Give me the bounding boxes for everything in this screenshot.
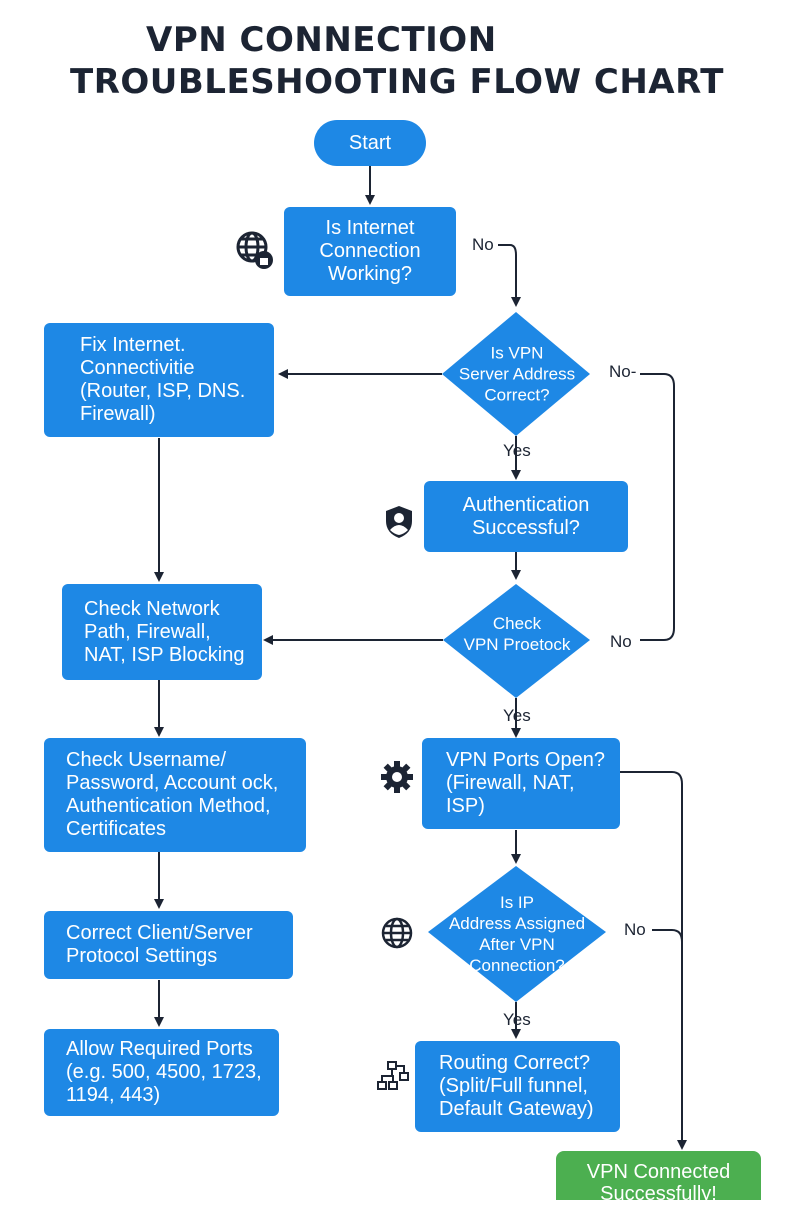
network-hierarchy-icon [377,1061,409,1090]
check-protocol-text: Check VPN Proetock [464,613,571,655]
server-address-diamond [442,312,590,436]
check-protocol-line-2: VPN Proetock [463,635,571,654]
edge-label-yes-ip: Yes [503,1010,531,1029]
fix-internet-node: Fix Internet. Connectivitie (Router, ISP… [44,323,274,437]
ip-assigned-diamond [428,866,606,1002]
server-address-line-1: Is VPN [490,343,544,363]
edge-ip-no [652,929,683,943]
protocol-settings-node: Correct Client/Server Protocol Settings [44,911,293,979]
check-network-line-2: Path, Firewall, [84,620,211,643]
connected-node: VPN Connected Successfully! [556,1151,761,1205]
allow-ports-node: Allow Required Ports (e.g. 500, 4500, 17… [44,1029,279,1116]
start-node: Start [314,120,426,166]
edge-label-no-protocol: No [610,632,632,651]
page-title-line-1: VPN CONNECTION [146,20,497,60]
check-protocol-line-1: Check [492,614,542,633]
page-title-line-2: TROUBLESHOOTING FLOW CHART [70,62,724,102]
edge-label-no-server: No- [609,362,637,381]
internet-check-line-1: Is Internet [325,217,415,239]
connected-line-2: Successfully! [600,1183,717,1205]
authentication-line-1: Authentication [462,493,590,516]
edge-server-no-loop [640,373,675,641]
ports-open-line-3: ISP) [446,795,485,817]
fix-internet-line-4: Firewall) [80,403,156,425]
protocol-settings-line-1: Correct Client/Server [66,922,253,944]
gear-icon [381,761,413,793]
authentication-line-2: Successful? [472,516,580,539]
ip-assigned-line-2: Address Assigned [448,914,586,933]
globe-lock-icon [236,231,273,269]
edge-internet-no-to-server [498,244,521,307]
server-address-text: Is VPN Server Address Correct? [459,343,575,406]
allow-ports-line-3: 1194, 443) [66,1084,161,1106]
check-network-line-3: NAT, ISP Blocking [84,643,245,666]
ports-open-line-1: VPN Ports Open? [446,749,605,771]
routing-node: Routing Correct? (Split/Full funnel, Def… [415,1041,620,1132]
edge-label-no-internet: No [472,235,494,254]
edge-ports-to-connected [620,771,687,1150]
ip-assigned-text: Is IP Address Assigned After VPN Connect… [449,892,585,976]
server-address-line-3: Correct? [484,385,550,405]
routing-line-2: (Split/Full funnel, [439,1075,588,1097]
ip-assigned-line-1: Is IP [499,893,534,912]
ip-assigned-line-3: After VPN [479,935,555,954]
internet-check-node: Is Internet Connection Working? [284,207,456,296]
edge-label-no-ip: No [624,920,646,939]
check-network-node: Check Network Path, Firewall, NAT, ISP B… [62,584,262,680]
connected-line-1: VPN Connected [586,1161,731,1183]
allow-ports-line-1: Allow Required Ports [66,1038,253,1060]
allow-ports-line-2: (e.g. 500, 4500, 1723, [66,1061,262,1083]
check-credentials-line-1: Check Username/ [66,749,227,771]
internet-check-line-2: Connection [319,240,421,262]
user-shield-icon [386,506,412,538]
internet-check-line-3: Working? [327,263,413,285]
ip-assigned-line-4: Connection? [469,956,565,975]
fix-internet-line-3: (Router, ISP, DNS. [80,380,246,402]
check-credentials-line-3: Authentication Method, [66,795,271,817]
ports-open-line-2: (Firewall, NAT, [446,772,575,794]
fix-internet-line-2: Connectivitie [80,357,195,379]
edge-label-yes-server: Yes [503,441,531,460]
protocol-diamond [443,584,590,698]
start-label: Start [348,131,392,154]
check-credentials-line-4: Certificates [66,818,167,840]
check-credentials-node: Check Username/ Password, Account ock, A… [44,738,306,852]
fix-internet-line-1: Fix Internet. [80,334,186,356]
edge-label-yes-protocol: Yes [503,706,531,725]
routing-line-3: Default Gateway) [439,1098,594,1120]
routing-line-1: Routing Correct? [439,1052,591,1074]
protocol-settings-line-2: Protocol Settings [66,945,218,967]
check-network-line-1: Check Network [84,597,220,620]
check-credentials-line-2: Password, Account ock, [66,772,279,794]
server-address-line-2: Server Address [458,364,576,384]
authentication-node: Authentication Successful? [424,481,628,552]
globe-icon [381,917,413,949]
ports-open-node: VPN Ports Open? (Firewall, NAT, ISP) [422,738,620,829]
